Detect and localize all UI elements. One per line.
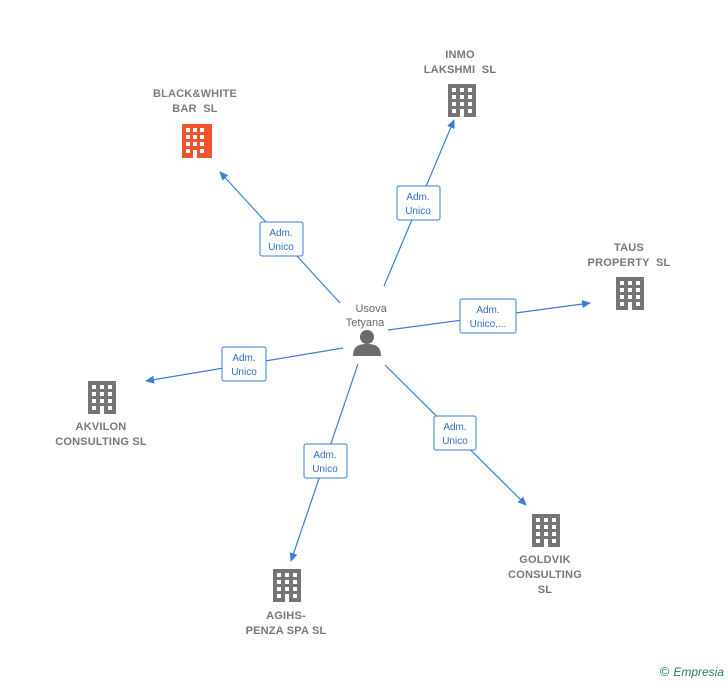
company-label-taus-property[interactable]: TAUS PROPERTY SL <box>588 241 671 271</box>
empresia-footer[interactable]: ©Empresia <box>660 664 724 679</box>
company-name-line2: PENZA SPA SL <box>245 625 327 637</box>
svg-text:Unico: Unico <box>442 436 468 447</box>
edge-label-taus-property[interactable]: Adm. Unico,... <box>459 298 517 334</box>
company-name-line1: AGIHS- <box>266 610 306 622</box>
edge-label-black-white[interactable]: Adm. Unico <box>259 221 304 257</box>
company-name-line2: CONSULTING <box>508 569 582 581</box>
company-name-line3: SL <box>537 584 553 596</box>
edge-black-white: Adm. Unico <box>219 171 341 304</box>
svg-text:Adm.: Adm. <box>443 422 466 433</box>
company-name-line2: PROPERTY SL <box>587 257 671 269</box>
edge-taus-property: Adm. Unico,... <box>387 298 591 334</box>
edge-agihs: Adm. Unico <box>289 363 359 562</box>
person-name[interactable]: Usova Tetyana <box>343 288 387 344</box>
company-name-line2: CONSULTING SL <box>55 436 147 448</box>
building-icon[interactable] <box>88 381 116 414</box>
svg-text:Unico: Unico <box>312 464 338 475</box>
company-name-line2: LAKSHMI SL <box>423 64 497 76</box>
company-name-line1: AKVILON <box>75 421 127 433</box>
company-label-goldvik[interactable]: GOLDVIK CONSULTING SL <box>508 553 582 598</box>
copyright-icon: © <box>659 664 670 679</box>
company-label-inmo-lakshmi[interactable]: INMO LAKSHMI SL <box>424 48 496 78</box>
company-name-line2: BAR SL <box>172 103 218 115</box>
svg-text:Adm.: Adm. <box>476 305 499 316</box>
svg-text:Adm.: Adm. <box>232 353 255 364</box>
company-label-akvilon[interactable]: AKVILON CONSULTING SL <box>55 420 147 450</box>
edge-label-agihs[interactable]: Adm. Unico <box>303 443 348 479</box>
edge-label-goldvik[interactable]: Adm. Unico <box>433 415 477 451</box>
building-icon[interactable] <box>532 514 560 547</box>
edge-goldvik: Adm. Unico <box>384 364 527 506</box>
company-name-line1: BLACK&WHITE <box>152 88 238 100</box>
edge-label-akvilon[interactable]: Adm. Unico <box>221 346 267 382</box>
company-label-agihs[interactable]: AGIHS- PENZA SPA SL <box>246 609 327 639</box>
edge-label-inmo-lakshmi[interactable]: Adm. Unico <box>396 185 441 221</box>
company-label-black-white[interactable]: BLACK&WHITE BAR SL <box>153 87 237 117</box>
company-name-line1: TAUS <box>614 242 644 254</box>
empresia-logo: Empresia <box>673 665 724 679</box>
building-icon[interactable] <box>182 124 212 158</box>
svg-text:Unico: Unico <box>405 206 431 217</box>
person-icon[interactable] <box>353 330 381 356</box>
svg-text:Adm.: Adm. <box>269 228 292 239</box>
edge-inmo-lakshmi: Adm. Unico <box>383 119 455 287</box>
person-name-line1: Usova <box>355 303 387 315</box>
svg-text:Adm.: Adm. <box>313 450 336 461</box>
company-name-line1: GOLDVIK <box>519 554 571 566</box>
svg-text:Unico: Unico <box>268 242 294 253</box>
svg-text:Unico,...: Unico,... <box>470 319 507 330</box>
building-icon[interactable] <box>616 277 644 310</box>
svg-text:Unico: Unico <box>231 367 257 378</box>
svg-text:Adm.: Adm. <box>406 192 429 203</box>
building-icon[interactable] <box>273 569 301 602</box>
company-name-line1: INMO <box>445 49 475 61</box>
building-icon[interactable] <box>448 84 476 117</box>
person-name-line2: Tetyana <box>345 317 385 329</box>
edge-akvilon: Adm. Unico <box>145 346 344 384</box>
